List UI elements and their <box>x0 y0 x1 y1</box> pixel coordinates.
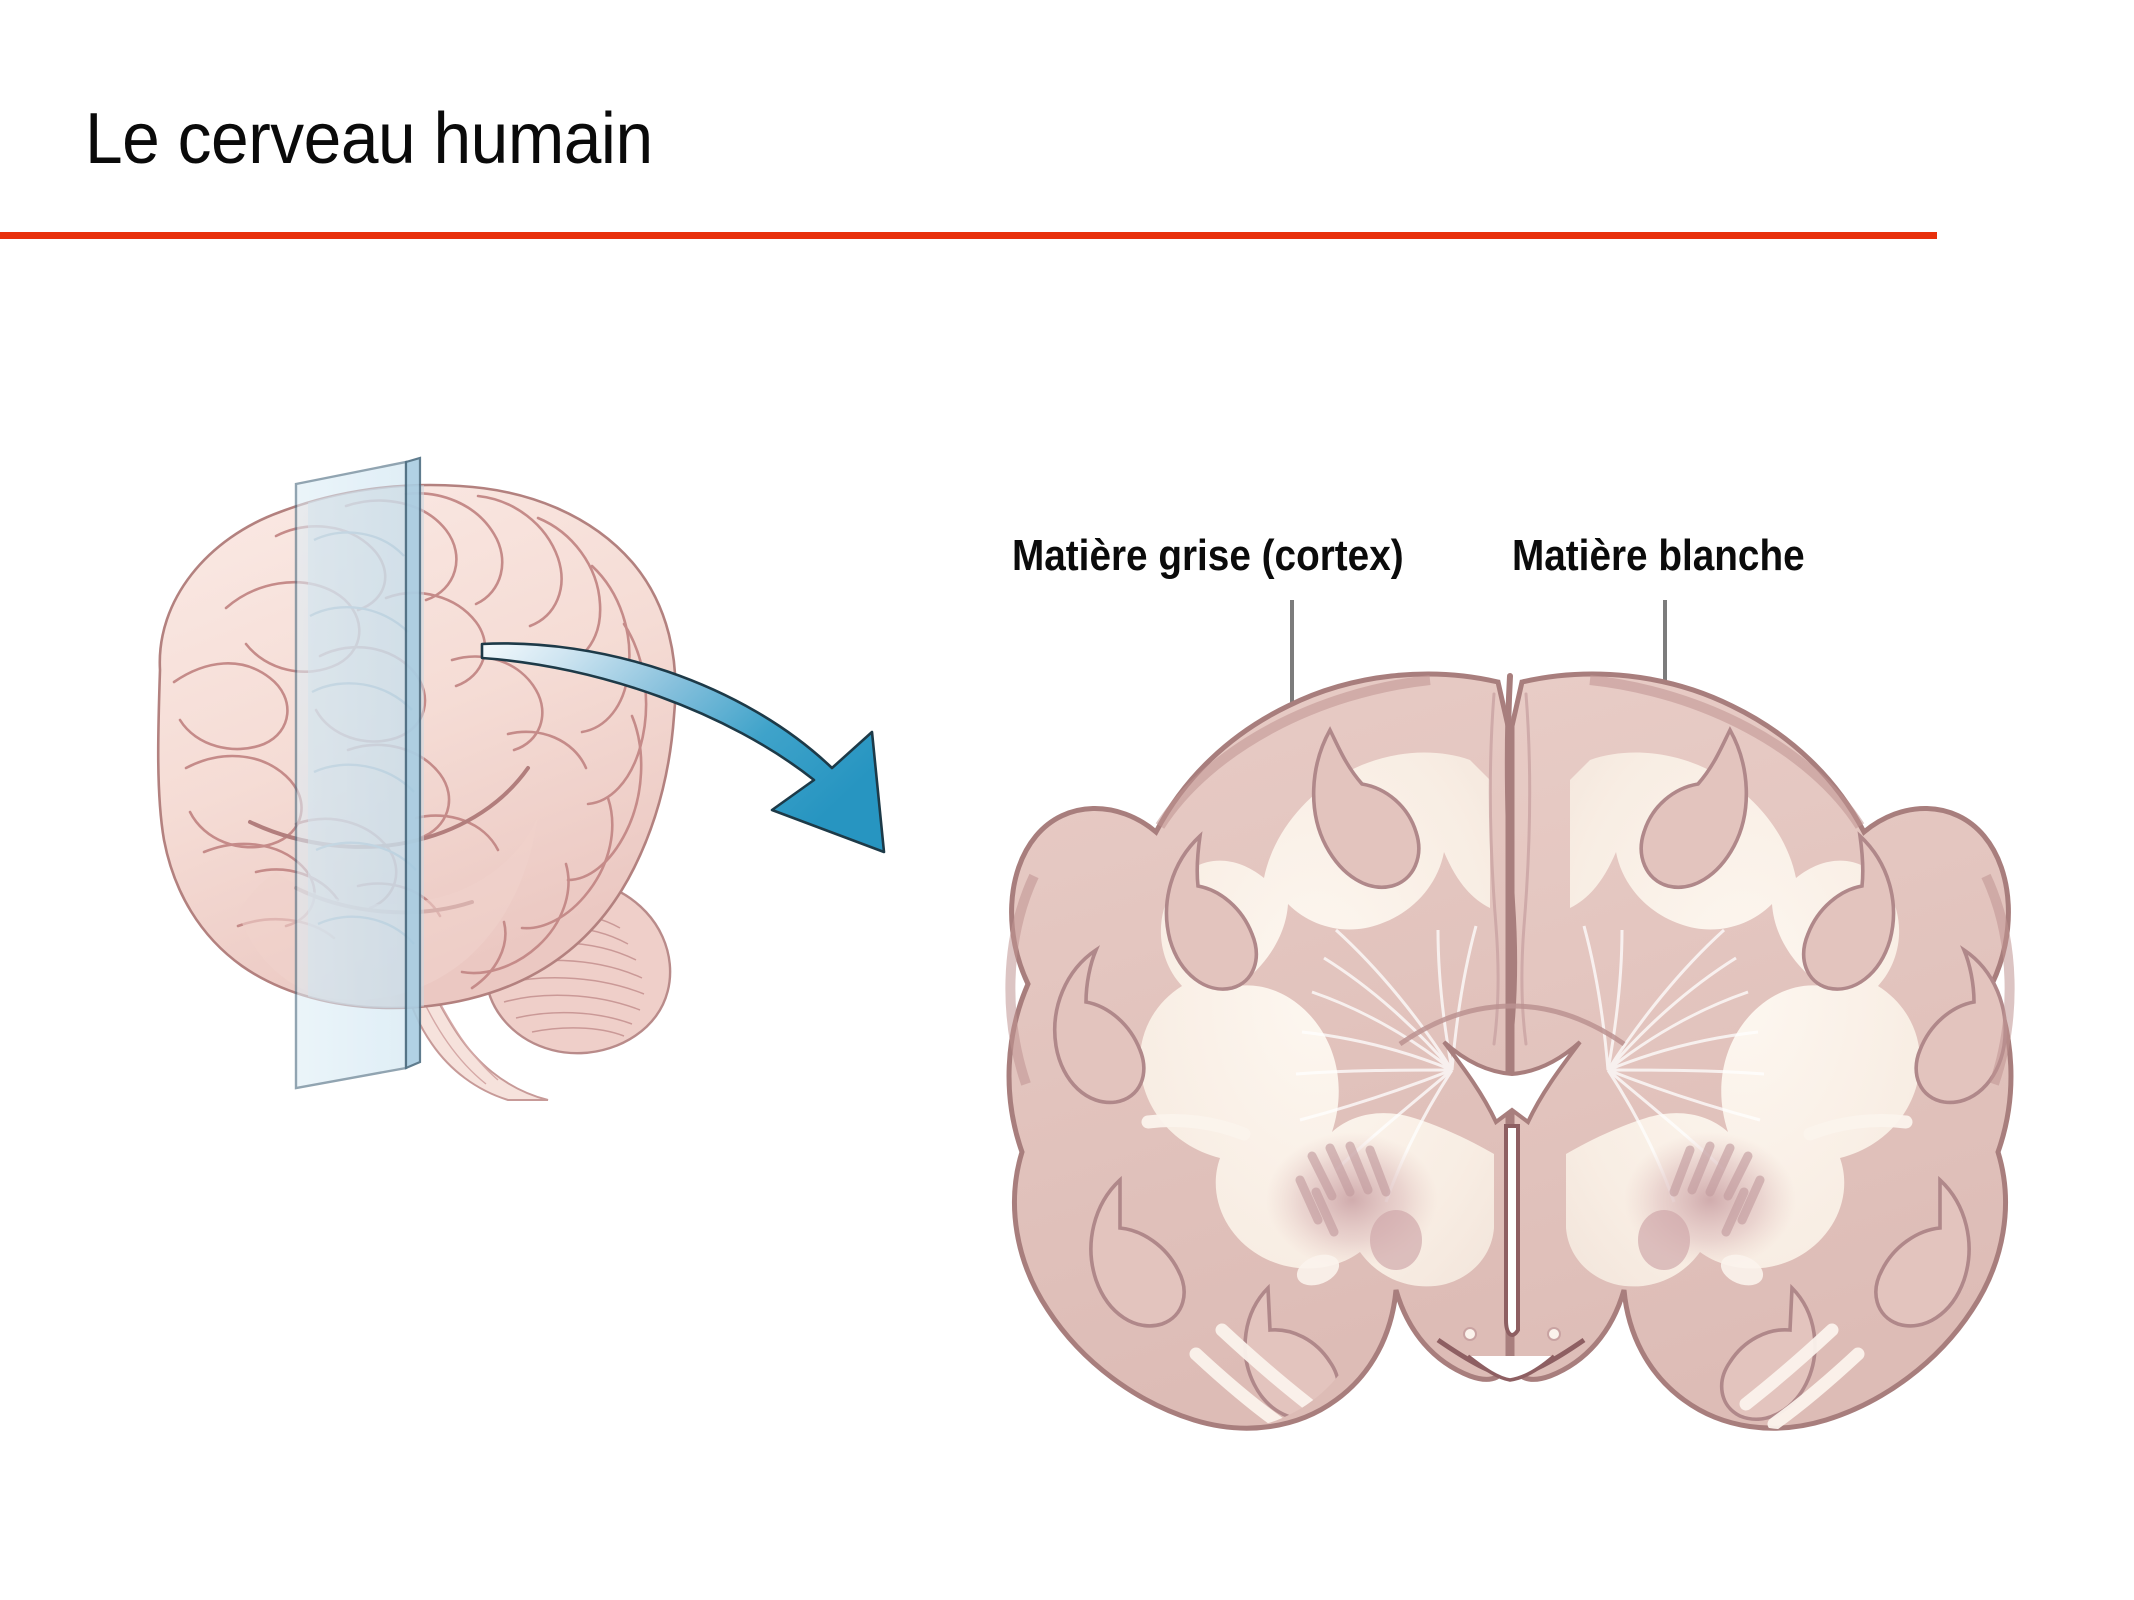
cutting-plane <box>294 456 422 1090</box>
basal-ganglia <box>1266 1132 1796 1286</box>
callout-label-grey-matter: Matière grise (cortex) <box>1012 531 1404 580</box>
coronal-section-figure <box>1000 640 2060 1570</box>
leader-line-grey-matter <box>1290 600 1294 716</box>
white-matter-striations <box>1295 925 1765 1203</box>
cortical-infoldings <box>1053 726 2007 1421</box>
temporal-white-matter <box>1141 1114 1913 1430</box>
midline-and-ventricles <box>1398 673 1626 1382</box>
cortical-rim-shading <box>1005 675 2015 1086</box>
lateral-brain-figure <box>100 420 800 1101</box>
page-title: Le cerveau humain <box>85 99 653 179</box>
callout-label-white-matter: Matière blanche <box>1512 531 1805 580</box>
curved-arrow-figure <box>480 620 1130 900</box>
coronal-section-illustration <box>1005 671 2015 1431</box>
title-underline-rule <box>0 232 1937 239</box>
lateral-brain-illustration <box>156 456 677 1101</box>
curved-arrow <box>480 642 886 854</box>
